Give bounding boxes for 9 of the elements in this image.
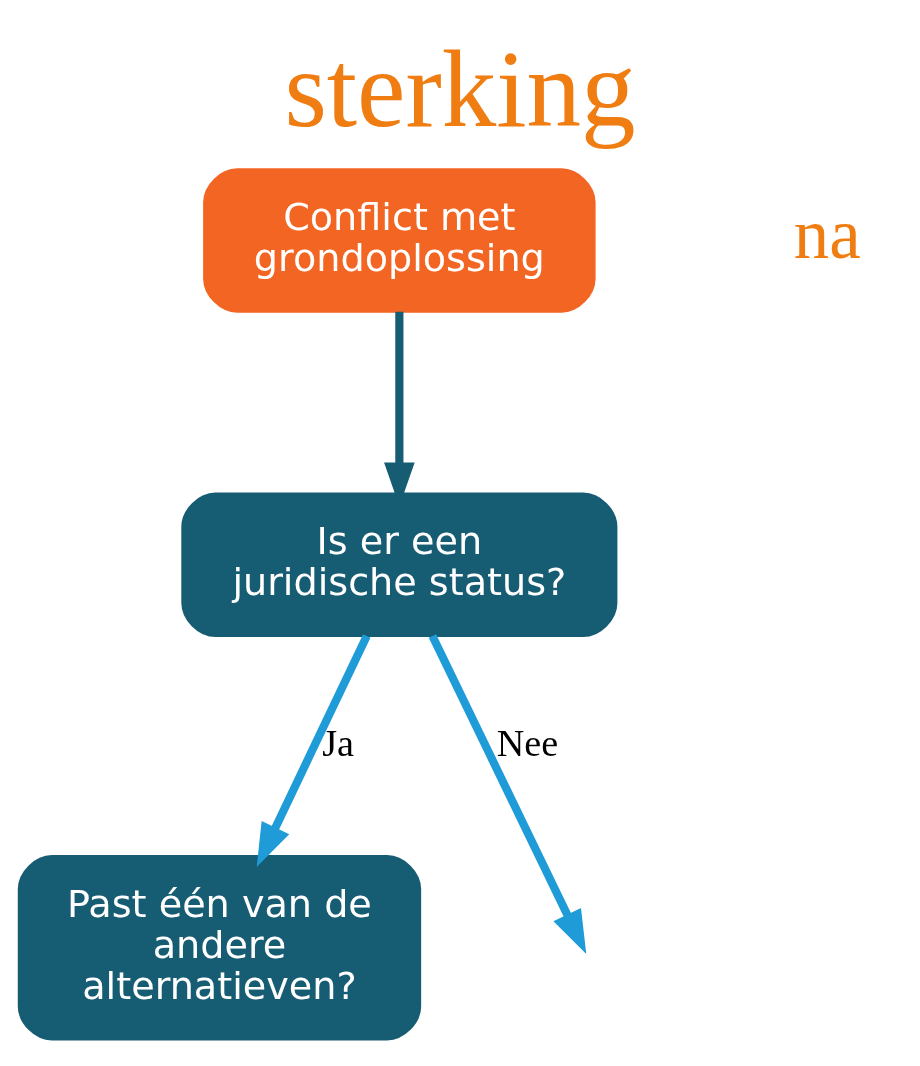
node-box: Conflict met grondoplossing — [203, 167, 596, 313]
arrow — [428, 633, 587, 954]
label: na — [793, 194, 861, 273]
node-box: Past één van de andere alternatieven? — [17, 854, 422, 1040]
node-box: Is er een juridische status? — [181, 492, 618, 637]
arrow — [256, 633, 371, 867]
diagram-title: sterking — [284, 28, 636, 150]
edge-label: Ja — [322, 721, 354, 764]
edge-label: Nee — [496, 721, 559, 764]
